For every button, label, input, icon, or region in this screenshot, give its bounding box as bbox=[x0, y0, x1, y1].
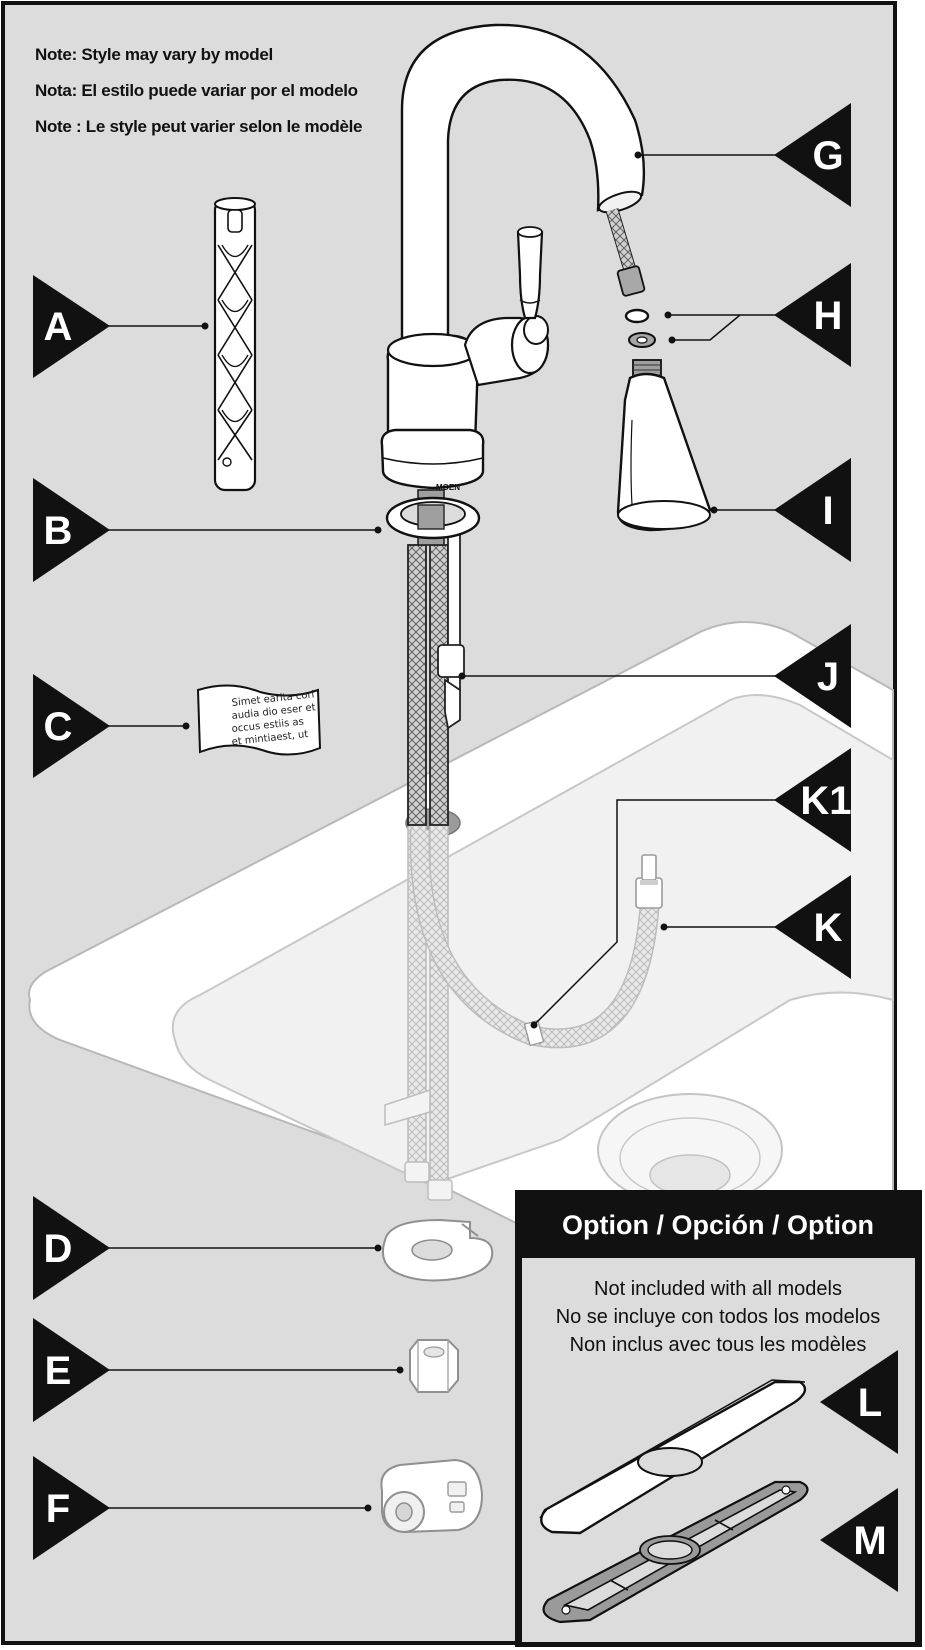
part-i-spray-head bbox=[616, 359, 712, 532]
svg-text:A: A bbox=[44, 305, 73, 349]
part-tag-e: E bbox=[33, 1318, 110, 1422]
part-tag-g: G bbox=[774, 103, 851, 207]
svg-text:E: E bbox=[45, 1349, 72, 1393]
sink-illustration bbox=[28, 621, 894, 1226]
part-a-wrench-tool bbox=[213, 197, 257, 492]
part-j-hose-clip bbox=[437, 644, 465, 730]
part-tag-m: M bbox=[820, 1488, 898, 1592]
part-tag-l: L bbox=[820, 1350, 898, 1454]
part-tag-b: B bbox=[33, 478, 110, 582]
part-d-bracket bbox=[382, 1218, 494, 1282]
part-tag-i: I bbox=[774, 458, 851, 562]
part-tag-a: A bbox=[33, 275, 110, 378]
svg-text:J: J bbox=[817, 655, 839, 699]
part-tag-d: D bbox=[33, 1196, 110, 1300]
svg-text:D: D bbox=[44, 1227, 73, 1271]
part-c-card: Simet earita cori audia dio eser et occu… bbox=[196, 684, 322, 756]
part-h-washers bbox=[624, 308, 656, 348]
style-notes: Note: Style may vary by model Nota: El e… bbox=[35, 45, 363, 136]
svg-text:M: M bbox=[853, 1519, 886, 1563]
option-title: Option / Opción / Option bbox=[562, 1210, 874, 1240]
svg-text:F: F bbox=[46, 1487, 70, 1531]
faucet-body: MOEN bbox=[380, 23, 646, 1201]
part-e-nut bbox=[409, 1339, 459, 1393]
option-box: Option / Opción / Option Not included wi… bbox=[515, 1190, 922, 1647]
svg-text:C: C bbox=[44, 705, 73, 749]
part-m-deck-gasket bbox=[542, 1480, 809, 1624]
svg-text:B: B bbox=[44, 509, 73, 553]
svg-text:H: H bbox=[814, 294, 843, 338]
part-b-gasket bbox=[385, 496, 481, 540]
svg-text:L: L bbox=[858, 1381, 882, 1425]
part-tag-h: H bbox=[774, 263, 851, 367]
svg-text:K1: K1 bbox=[800, 779, 851, 823]
svg-text:I: I bbox=[822, 489, 833, 533]
option-line-fr: Non inclus avec tous les modèles bbox=[570, 1334, 867, 1356]
part-k-pulldown-hose bbox=[409, 829, 663, 1049]
svg-text:K: K bbox=[814, 906, 843, 950]
note-en: Note: Style may vary by model bbox=[35, 45, 273, 64]
note-fr: Note : Le style peut varier selon le mod… bbox=[35, 117, 362, 136]
leader-lines bbox=[108, 154, 821, 1541]
part-tag-c: C bbox=[33, 674, 110, 778]
part-tag-k: K bbox=[774, 875, 851, 979]
part-tag-f: F bbox=[33, 1456, 110, 1560]
part-l-deck-plate bbox=[539, 1379, 807, 1535]
part-tag-j: J bbox=[774, 624, 851, 728]
part-tag-k1: K1 bbox=[774, 748, 852, 852]
part-f-mounting-nut bbox=[380, 1458, 484, 1534]
option-line-es: No se incluye con todos los modelos bbox=[556, 1306, 881, 1328]
svg-text:G: G bbox=[812, 134, 843, 178]
faucet-logo: MOEN bbox=[436, 483, 460, 492]
note-es: Nota: El estilo puede variar por el mode… bbox=[35, 81, 358, 100]
option-line-en: Not included with all models bbox=[594, 1278, 842, 1300]
